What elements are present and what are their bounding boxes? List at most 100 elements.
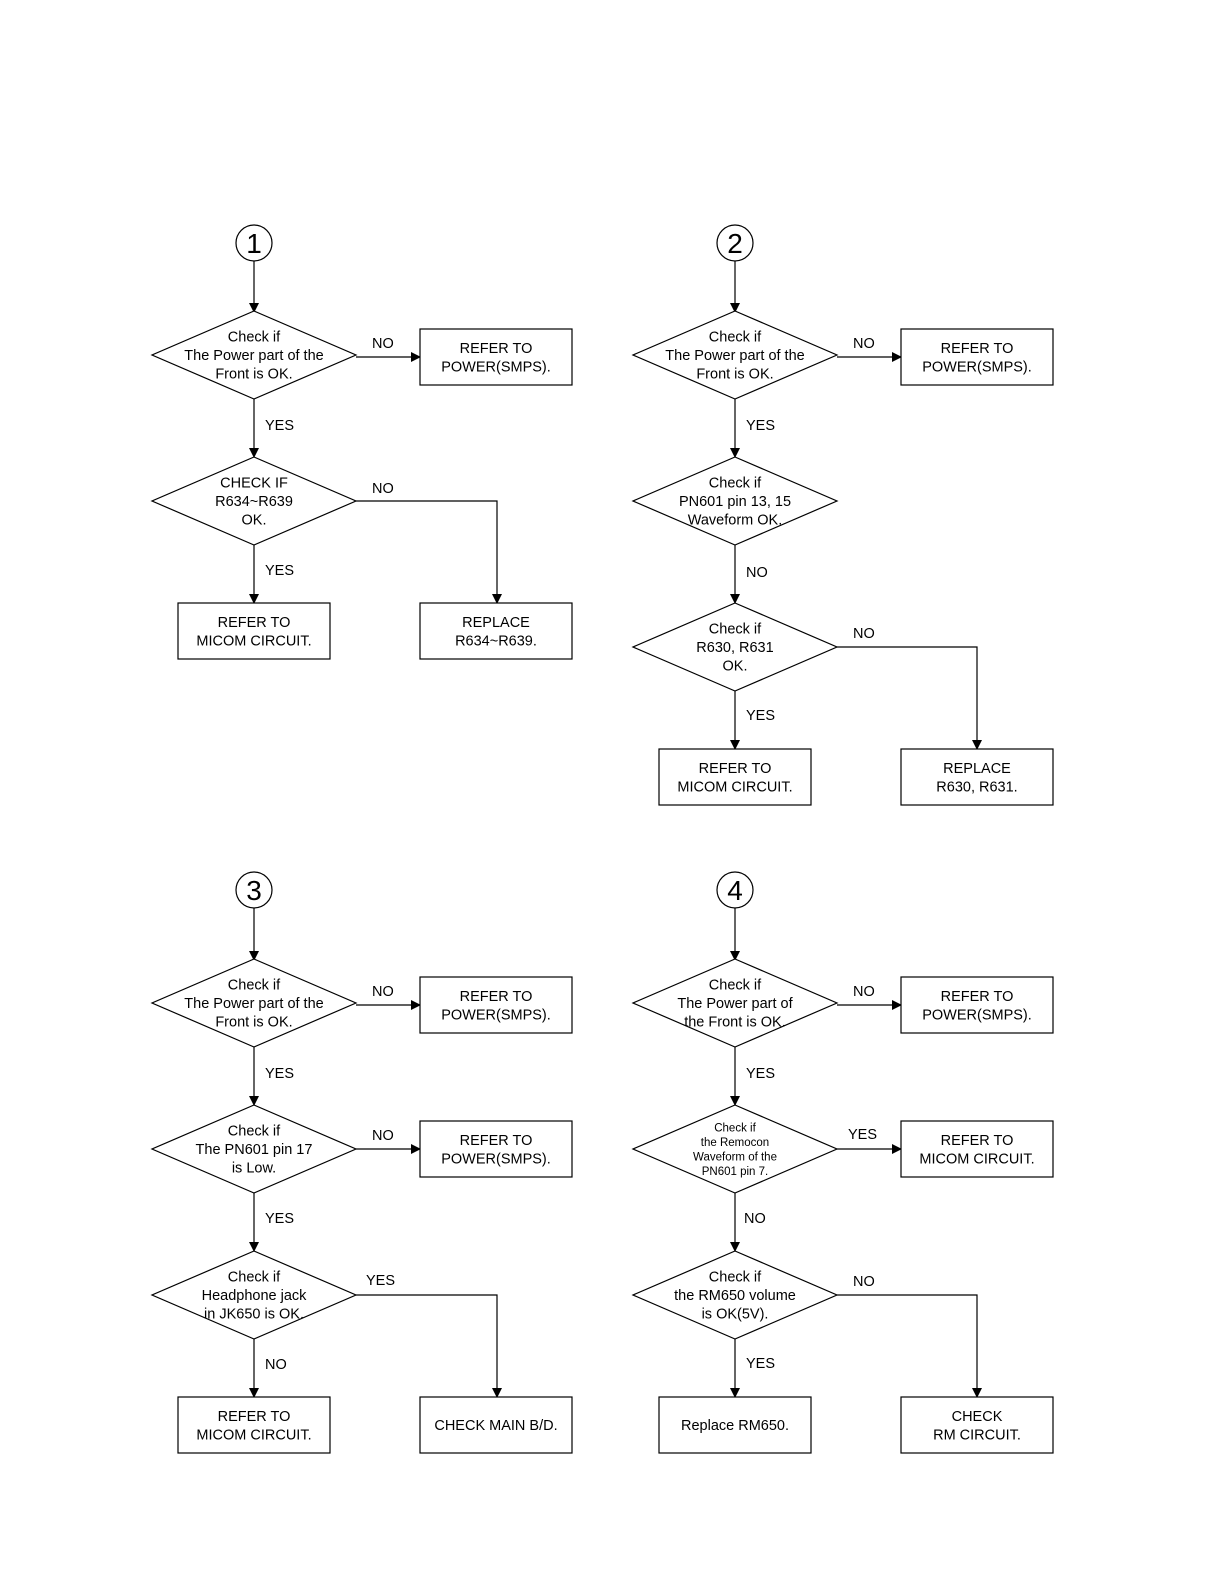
flowchart-1-edge-label: NO	[372, 481, 394, 497]
flowchart-2-decision-d1	[631, 310, 839, 400]
flowchart-1-b1-text: REFER TO	[460, 341, 533, 357]
flowchart-2-d2-text: PN601 pin 13, 15	[679, 494, 791, 510]
flowchart-1-d1-text: The Power part of the	[184, 348, 323, 364]
flowchart-2-box-b2	[658, 748, 812, 806]
flowchart-2-b3-text: R630, R631.	[936, 779, 1017, 795]
flowchart-3-d3-text: Check if	[228, 1270, 281, 1286]
flowchart-3-b1-text: REFER TO	[460, 989, 533, 1005]
flowchart-2-number: 2	[727, 228, 743, 259]
flowchart-3-d1-text: The Power part of the	[184, 996, 323, 1012]
flowchart-4-decision-d2	[631, 1104, 839, 1194]
flowchart-1-edge-label: YES	[265, 563, 294, 579]
flowchart-4-box-b2	[900, 1120, 1054, 1178]
flowchart-4-d1-text: The Power part of	[677, 996, 793, 1012]
flowchart-3-decision-d3	[150, 1250, 358, 1340]
flowchart-3-edge-label: YES	[265, 1066, 294, 1082]
flowchart-1-b3-text: REPLACE	[462, 615, 530, 631]
flowchart-2-edge-label: NO	[853, 626, 875, 642]
flowchart-3-box-b2	[419, 1120, 573, 1178]
flowchart-2-edge-label: YES	[746, 708, 775, 724]
flowchart-2-d1-text: Front is OK.	[696, 367, 773, 383]
flowchart-1-number: 1	[246, 228, 262, 259]
flowchart-2-b2-text: REFER TO	[699, 761, 772, 777]
flowchart-4-b4-text: CHECK	[952, 1409, 1003, 1425]
flowchart-4-d1-text: the Front is OK.	[684, 1015, 786, 1031]
flowchart-2-d2-text: Waveform OK.	[688, 513, 783, 529]
flowchart-2-d3-text: OK.	[723, 659, 748, 675]
flowchart-2-decision-d2	[631, 456, 839, 546]
flowchart-1-d1-text: Front is OK.	[215, 367, 292, 383]
flowchart-3-box-b3	[177, 1396, 331, 1454]
flowchart-4-d3-text: is OK(5V).	[702, 1307, 769, 1323]
flowchart-4-edge-label: NO	[853, 984, 875, 1000]
flowchart-4-d3-text: the RM650 volume	[674, 1288, 796, 1304]
flowchart-3-b3-text: REFER TO	[218, 1409, 291, 1425]
flowchart-3-box-b1	[419, 976, 573, 1034]
flowchart-4-box-b1	[900, 976, 1054, 1034]
flowchart-1-box-b3	[419, 602, 573, 660]
flowchart-1-b1-text: POWER(SMPS).	[441, 359, 551, 375]
flowchart-4-decision-d3	[631, 1250, 839, 1340]
flowchart-4-b2-text: REFER TO	[941, 1133, 1014, 1149]
flowchart-4-start-circle	[716, 871, 754, 909]
flowchart-1-d1-text: Check if	[228, 330, 281, 346]
flowchart-3-d1-text: Front is OK.	[215, 1015, 292, 1031]
flowchart-3-d3-text: Headphone jack	[202, 1288, 308, 1304]
flowchart-3-d2-text: is Low.	[232, 1161, 276, 1177]
flowchart-2-start-circle	[716, 224, 754, 262]
flowchart-2-edge-label: YES	[746, 418, 775, 434]
flowchart-3-edge-label: YES	[265, 1211, 294, 1227]
flowchart-3-d3-text: in JK650 is OK.	[204, 1307, 304, 1323]
flowchart-4-b4-text: RM CIRCUIT.	[933, 1427, 1021, 1443]
flowchart-1-box-b2	[177, 602, 331, 660]
flowchart-4-box-b4	[900, 1396, 1054, 1454]
flowchart-2-edge-label: NO	[746, 565, 768, 581]
flowchart-4-edge-label: NO	[744, 1211, 766, 1227]
flowchart-4-b1-text: POWER(SMPS).	[922, 1007, 1032, 1023]
flowchart-3-box-b4	[419, 1396, 573, 1454]
flowchart-2-b2-text: MICOM CIRCUIT.	[677, 779, 792, 795]
flowchart-4-d2-text: the Remocon	[701, 1137, 769, 1149]
flowchart-3-arrow-d3-to-b4	[356, 1294, 502, 1398]
flowchart-3-d2-text: The PN601 pin 17	[196, 1142, 313, 1158]
flowchart-4-d3-text: Check if	[709, 1270, 762, 1286]
flowchart-1-b3-text: R634~R639.	[455, 633, 537, 649]
flowchart-1-edge-label: YES	[265, 418, 294, 434]
flowchart-2-d1-text: Check if	[709, 330, 762, 346]
flowchart-4-d2-text: PN601 pin 7.	[702, 1166, 769, 1178]
flowchart-2-b3-text: REPLACE	[943, 761, 1011, 777]
flowchart-4-edge-label: YES	[848, 1127, 877, 1143]
flowchart-3-b1-text: POWER(SMPS).	[441, 1007, 551, 1023]
flowchart-3-b2-text: POWER(SMPS).	[441, 1151, 551, 1167]
flowchart-3-number: 3	[246, 875, 262, 906]
flowchart-4-number: 4	[727, 875, 743, 906]
flowchart-4-b2-text: MICOM CIRCUIT.	[919, 1151, 1034, 1167]
flowchart-2-edge-label: NO	[853, 336, 875, 352]
flowchart-2-box-b3	[900, 748, 1054, 806]
flowchart-4-edge-label: YES	[746, 1356, 775, 1372]
flowchart-3-edge-label: NO	[372, 1128, 394, 1144]
flowchart-1-d2-text: R634~R639	[215, 494, 293, 510]
flowchart-4-decision-d1	[631, 958, 839, 1048]
flowchart-4-edge-label: YES	[746, 1066, 775, 1082]
flowchart-1-b2-text: MICOM CIRCUIT.	[196, 633, 311, 649]
flowchart-4-b3-text: Replace RM650.	[681, 1418, 789, 1434]
flowchart-3-start-circle	[235, 871, 273, 909]
flowchart-3-d2-text: Check if	[228, 1124, 281, 1140]
flowchart-3-edge-label: NO	[265, 1357, 287, 1373]
flowchart-3-edge-label: YES	[366, 1273, 395, 1289]
flowchart-1-edge-label: NO	[372, 336, 394, 352]
flowchart-3-d1-text: Check if	[228, 978, 281, 994]
flowchart-1-start-circle	[235, 224, 273, 262]
flowchart-4-b1-text: REFER TO	[941, 989, 1014, 1005]
flowchart-4-d2-text: Check if	[714, 1122, 756, 1134]
flowchart-1-box-b1	[419, 328, 573, 386]
flowchart-2-b1-text: REFER TO	[941, 341, 1014, 357]
flowchart-4-edge-label: NO	[853, 1274, 875, 1290]
flowchart-1-d2-text: OK.	[242, 513, 267, 529]
flowchart-1-decision-d2	[150, 456, 358, 546]
flowchart-3-b3-text: MICOM CIRCUIT.	[196, 1427, 311, 1443]
flowchart-1-b2-text: REFER TO	[218, 615, 291, 631]
flowchart-2-d1-text: The Power part of the	[665, 348, 804, 364]
